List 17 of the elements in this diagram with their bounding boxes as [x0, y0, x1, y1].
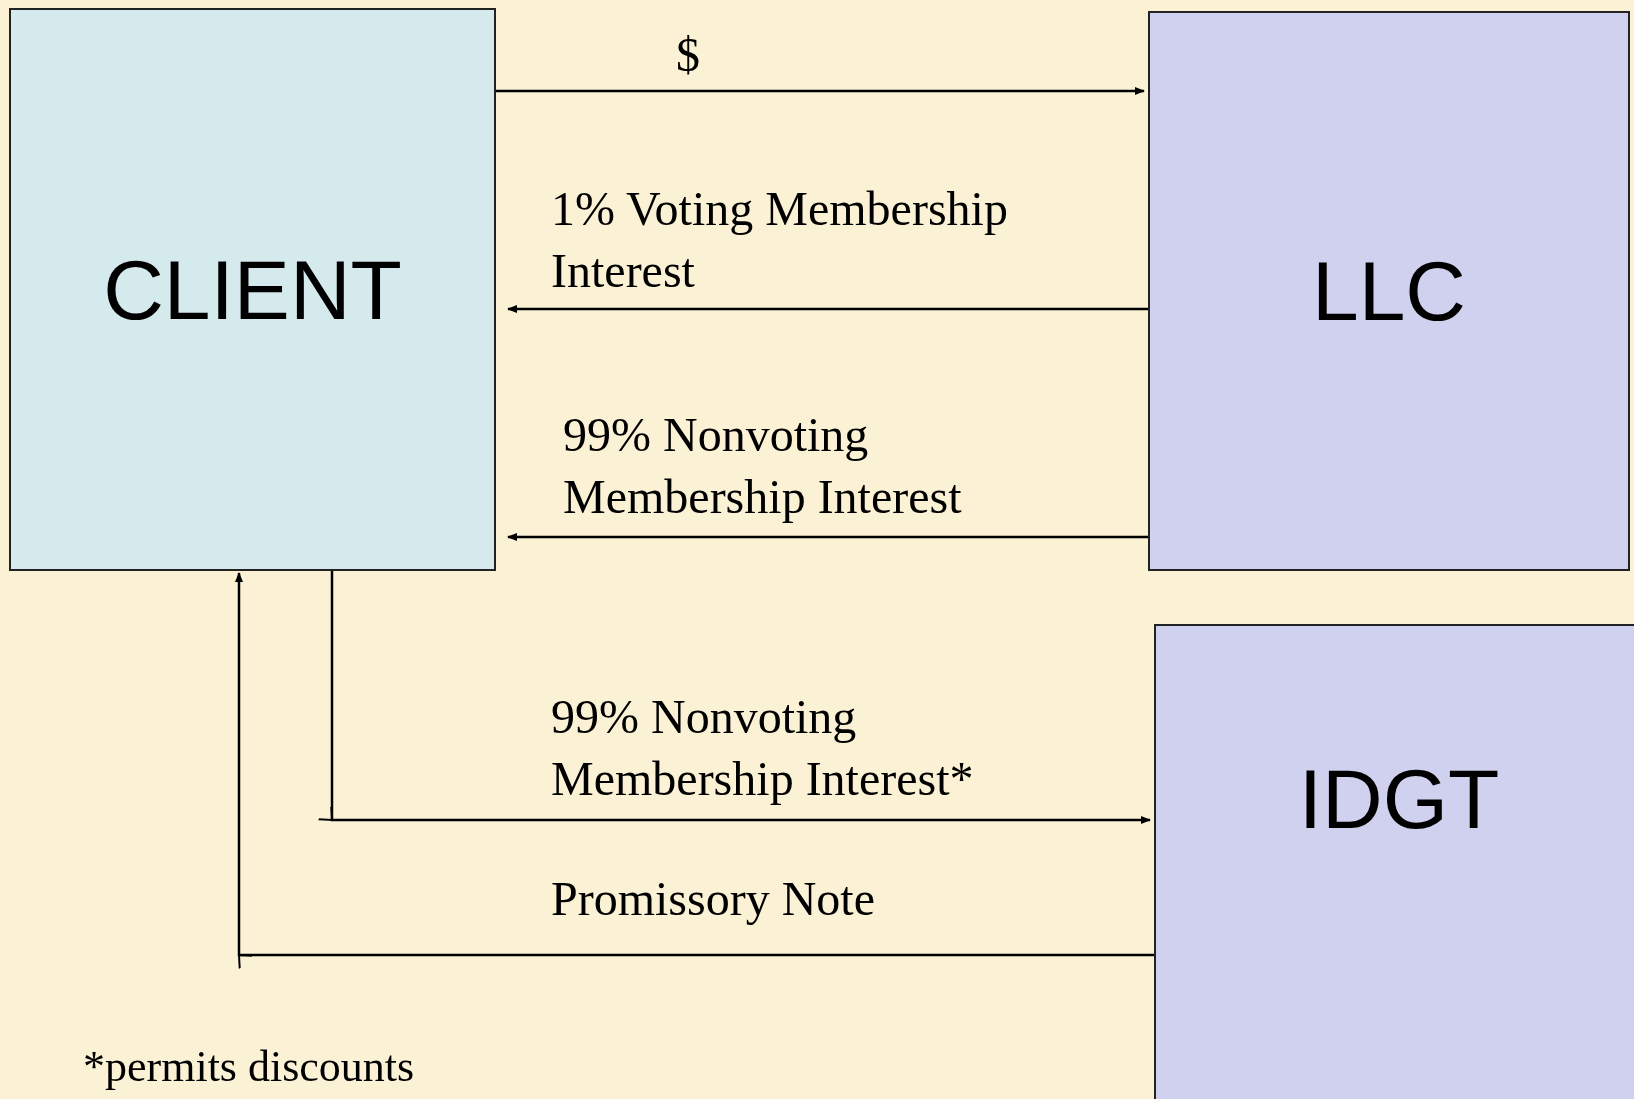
entity-name: LLC [1311, 249, 1467, 333]
edge-label: 99% Nonvoting Membership Interest* [551, 689, 975, 807]
edge-label: $ [676, 27, 701, 83]
entity-box [9, 8, 496, 571]
arrow [318, 571, 1151, 824]
edge-label: Promissory Note [551, 871, 876, 927]
entity-name: IDGT [1298, 757, 1500, 841]
arrow [496, 87, 1145, 95]
edge-label: 1% Voting Membership Interest [551, 181, 1009, 299]
entity-box [1154, 624, 1634, 1099]
entity-box [1148, 11, 1630, 571]
arrow [507, 305, 1148, 313]
arrow [507, 533, 1148, 541]
entity-name: CLIENT [103, 247, 402, 332]
arrow [235, 572, 1154, 969]
footnote: *permits discounts [83, 1042, 415, 1092]
edge-label: 99% Nonvoting Membership Interest [563, 407, 963, 525]
